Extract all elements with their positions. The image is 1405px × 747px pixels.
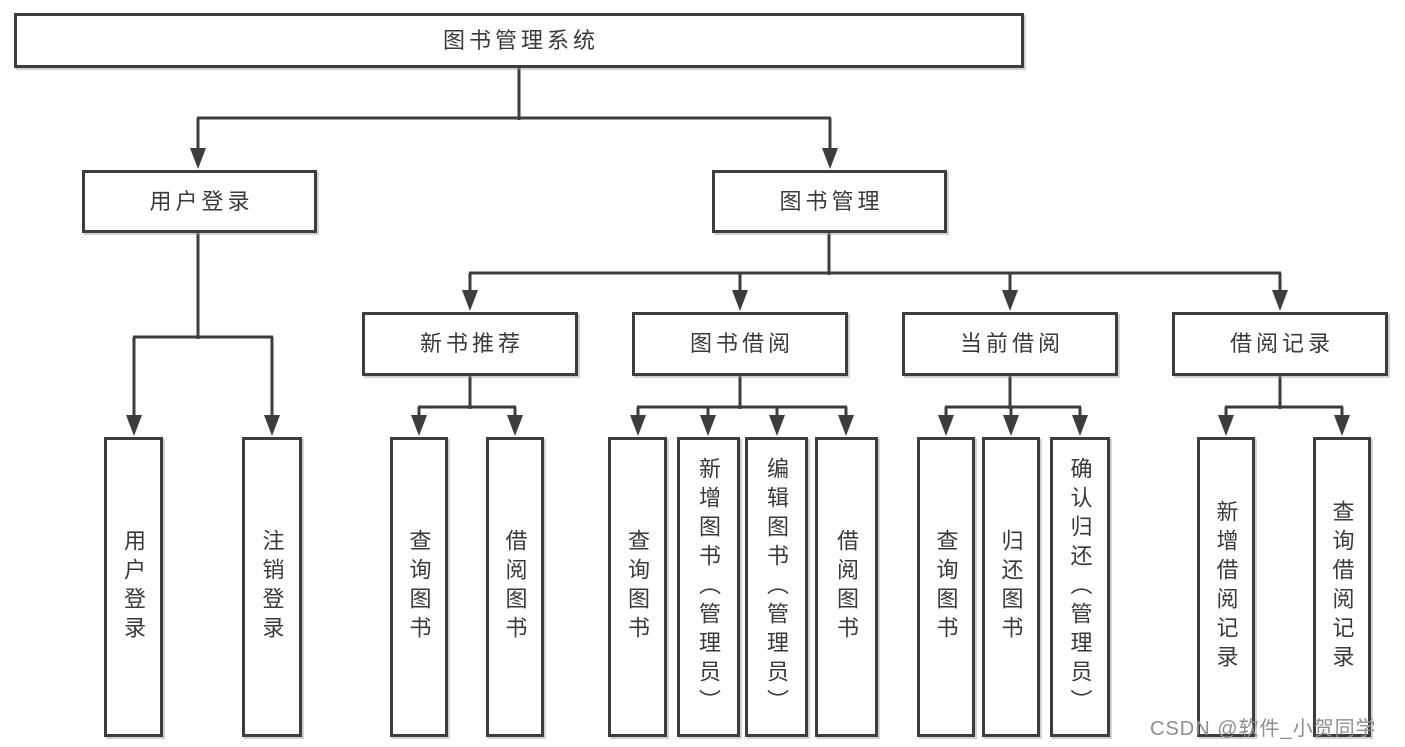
leaf-add-books-admin: 新增图书（管理员） (677, 437, 740, 737)
leaf-query-borrow-record: 查询借阅记录 (1313, 437, 1371, 737)
node-library-system: 图书管理系统 (14, 13, 1024, 68)
leaf-logout: 注销登录 (242, 437, 302, 737)
leaf-query-books: 查询图书 (390, 437, 448, 737)
arrow-down-icon (126, 148, 1350, 436)
node-borrow-records: 借阅记录 (1172, 312, 1388, 376)
node-label: 新书推荐 (419, 331, 524, 356)
csdn-watermark: CSDN @软件_小贺同学 (1150, 718, 1377, 740)
leaf-edit-books-admin: 编辑图书（管理员） (745, 437, 808, 737)
node-user-login: 用户登录 (82, 170, 317, 233)
node-label: 借阅记录 (1229, 331, 1334, 356)
node-label: 借阅图书 (502, 529, 528, 645)
node-label: 查询图书 (625, 529, 651, 645)
node-label: 归还图书 (998, 529, 1024, 645)
leaf-user-login: 用户登录 (104, 437, 163, 737)
node-label: 查询借阅记录 (1329, 500, 1355, 674)
node-label: 新增借阅记录 (1213, 500, 1239, 674)
node-label: 当前借阅 (959, 331, 1064, 356)
node-label: 注销登录 (259, 529, 285, 645)
node-new-book-recommend: 新书推荐 (362, 312, 578, 376)
node-label: 新增图书（管理员） (696, 456, 722, 718)
node-label: 用户登录 (121, 529, 147, 645)
node-label: 查询图书 (933, 529, 959, 645)
leaf-confirm-return-admin: 确认归还（管理员） (1050, 437, 1110, 737)
leaf-borrow-books: 借阅图书 (486, 437, 544, 737)
node-label: 图书管理系统 (442, 27, 599, 53)
leaf-return-books: 归还图书 (982, 437, 1040, 737)
leaf-query-books: 查询图书 (608, 437, 667, 737)
node-label: 确认归还（管理员） (1067, 456, 1093, 718)
node-label: 用户登录 (149, 188, 254, 214)
node-label: 图书借阅 (689, 331, 794, 356)
node-label: 图书管理 (779, 188, 884, 214)
node-current-borrowing: 当前借阅 (902, 312, 1118, 376)
node-book-borrowing: 图书借阅 (632, 312, 848, 376)
node-label: 借阅图书 (834, 529, 860, 645)
node-label: 编辑图书（管理员） (764, 456, 790, 718)
leaf-add-borrow-record: 新增借阅记录 (1197, 437, 1255, 737)
node-label: 查询图书 (406, 529, 432, 645)
leaf-borrow-books: 借阅图书 (815, 437, 878, 737)
leaf-query-books: 查询图书 (917, 437, 975, 737)
node-book-management: 图书管理 (712, 170, 947, 233)
